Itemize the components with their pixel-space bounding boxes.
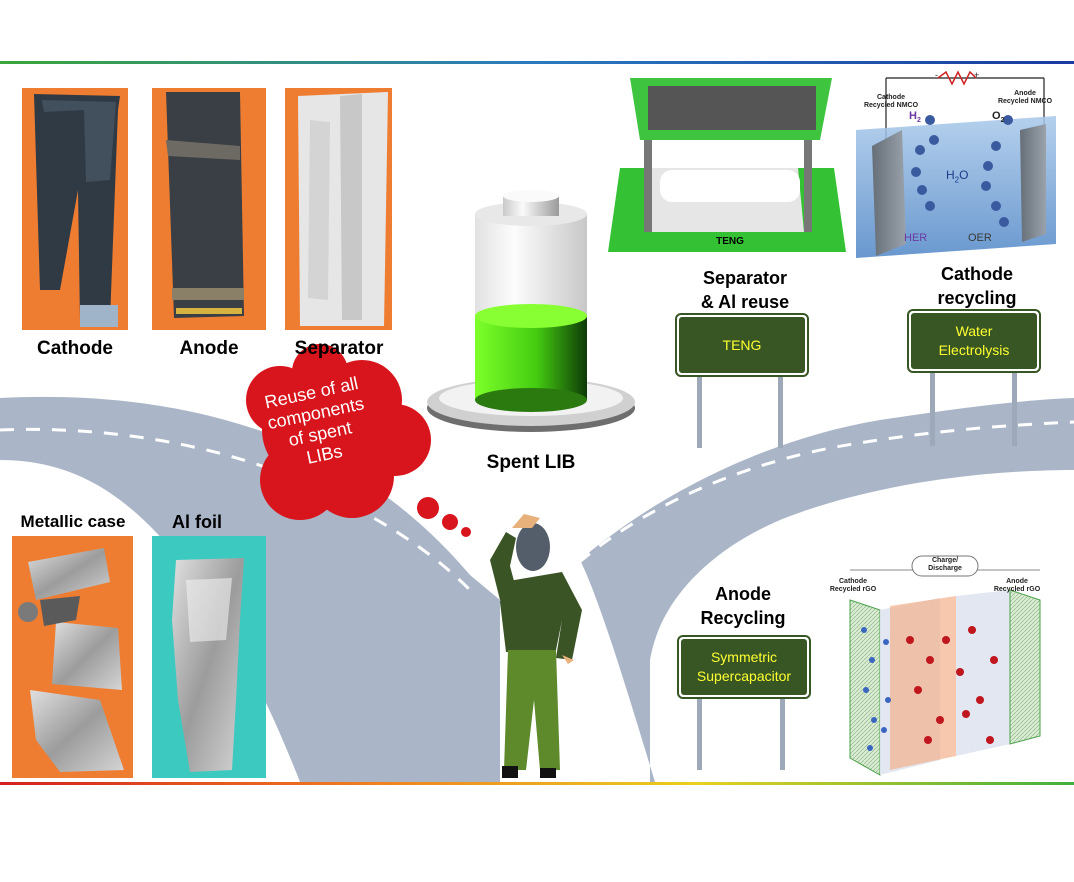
ec-plus-sign: + xyxy=(974,70,980,80)
water-sub: 2 xyxy=(954,175,960,185)
separator-route-title-1: Separator xyxy=(702,268,788,288)
sc-anode-line2: Recycled rGO xyxy=(993,586,1041,593)
al-foil-label: Al foil xyxy=(172,512,222,532)
separator-route-title: Separator & Al reuse xyxy=(680,266,810,314)
super-sign-line-1: Symmetric xyxy=(710,649,778,665)
o2-label: O2 xyxy=(992,110,1004,124)
thought-cloud xyxy=(246,344,471,537)
cathode-route-title-1: Cathode xyxy=(941,264,1013,284)
bottom-gradient-bar xyxy=(0,782,1074,785)
top-gradient-bar xyxy=(0,61,1074,64)
sign-boards xyxy=(675,309,1041,699)
sc-cathode-label: Cathode Recycled rGO xyxy=(818,578,888,594)
spent-battery xyxy=(427,190,635,432)
charge-discharge-label: Charge/ Discharge xyxy=(912,557,978,573)
ec-cathode-line2: Recycled NMCO xyxy=(863,102,919,109)
charge-line2: Discharge xyxy=(928,565,962,572)
supercapacitor-device xyxy=(849,555,1041,776)
ec-anode-line1: Anode xyxy=(1014,90,1036,97)
metallic-case-photo xyxy=(12,536,133,778)
anode-route-title-1: Anode xyxy=(715,584,771,604)
cathode-photo xyxy=(22,88,128,330)
super-sign-line-2: Supercapacitor xyxy=(696,668,792,684)
anode-route-title: Anode Recycling xyxy=(678,582,808,630)
water-o: O xyxy=(959,168,969,182)
ec-minus-sign: - xyxy=(935,70,938,80)
supercapacitor-sign-text: Symmetric Supercapacitor xyxy=(680,648,808,686)
separator-photo xyxy=(285,88,392,330)
water-sign-line-1: Water xyxy=(955,323,993,339)
spent-lib-label: Spent LIB xyxy=(486,452,576,473)
electrolysis-cathode-label: Cathode Recycled NMCO xyxy=(856,94,926,110)
cathode-route-title: Cathode recycling xyxy=(912,262,1042,310)
water-electrolysis-sign-text: Water Electrolysis xyxy=(910,322,1038,360)
h2-text: H xyxy=(909,110,917,122)
person-figure xyxy=(490,514,582,778)
charge-line1: Charge/ xyxy=(931,557,959,564)
teng-sign-text: TENG xyxy=(722,337,762,353)
sc-anode-label: Anode Recycled rGO xyxy=(982,578,1052,594)
teng-device-label: TENG xyxy=(716,236,744,247)
h2-sub: 2 xyxy=(916,117,921,125)
ec-cathode-line1: Cathode xyxy=(877,94,905,101)
metallic-case-label: Metallic case xyxy=(20,512,126,531)
her-label: HER xyxy=(904,232,928,244)
o2-text: O xyxy=(992,110,1001,122)
separator-route-title-2: & Al reuse xyxy=(700,292,790,312)
separator-label: Separator xyxy=(294,338,384,359)
sc-cathode-line1: Cathode xyxy=(839,578,867,585)
anode-photo xyxy=(152,88,266,330)
h2-label: H2 xyxy=(909,110,921,124)
al-foil-photo xyxy=(152,536,266,778)
water-h: H xyxy=(946,168,955,182)
water-sign-line-2: Electrolysis xyxy=(938,342,1010,358)
anode-route-title-2: Recycling xyxy=(700,608,786,628)
sc-cathode-line2: Recycled rGO xyxy=(829,586,877,593)
oer-label: OER xyxy=(968,232,992,244)
electrolysis-anode-label: Anode Recycled NMCO xyxy=(990,90,1060,106)
o2-sub: 2 xyxy=(1000,117,1005,125)
water-label: H2O xyxy=(946,168,968,184)
cathode-route-title-2: recycling xyxy=(937,288,1017,308)
cathode-label: Cathode xyxy=(37,338,113,359)
sc-anode-line1: Anode xyxy=(1006,578,1028,585)
sign-posts xyxy=(697,370,1017,770)
electrolysis-cell xyxy=(856,70,1056,258)
teng-device xyxy=(608,78,846,252)
ec-anode-line2: Recycled NMCO xyxy=(997,98,1053,105)
anode-label: Anode xyxy=(179,338,239,359)
